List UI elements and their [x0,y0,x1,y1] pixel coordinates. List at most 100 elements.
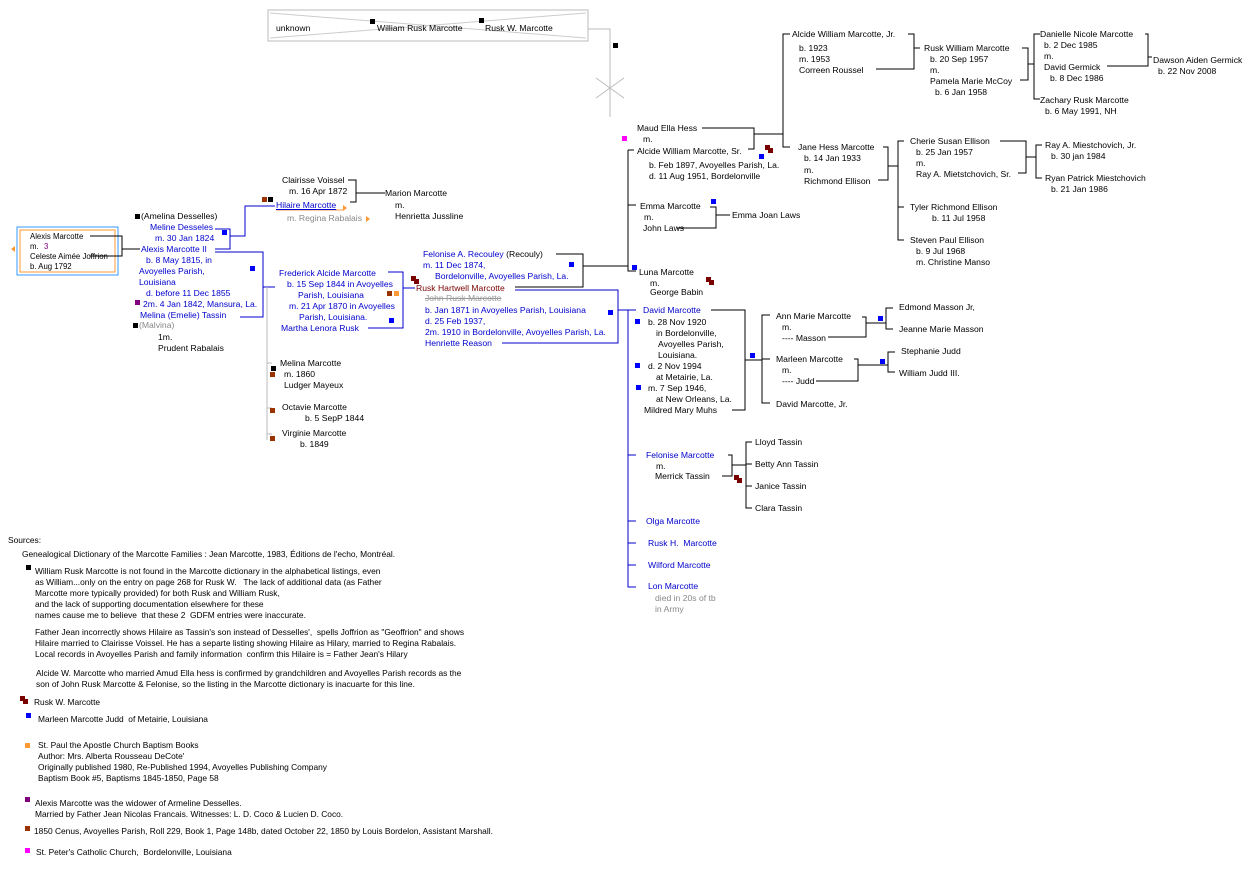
frederick-alcide-marcotte[interactable]: Frederick Alcide Marcotte [279,268,376,278]
hilaire-marcotte[interactable]: Hilaire Marcotte [276,200,337,210]
widower-line1: Alexis Marcotte was the widower of Armel… [35,798,242,808]
felonise-recouley[interactable]: Felonise A. Recouley (Recouly) [423,249,543,260]
melina-marriage: m. 1860 [284,369,316,379]
william-judd-iii[interactable]: William Judd III. [899,368,960,378]
source-marker-blue [250,266,255,271]
lloyd-tassin[interactable]: Lloyd Tassin [755,437,803,447]
amelina-desselles: (Amelina Desselles) [141,211,218,221]
ryan-patrick-miestchovich[interactable]: Ryan Patrick Miestchovich [1045,173,1146,183]
alexis-ii-birth-2: Avoyelles Parish, [139,266,205,276]
expand-right-arrow-icon[interactable] [366,216,370,222]
betty-ann-tassin[interactable]: Betty Ann Tassin [755,459,819,469]
stephanie-judd[interactable]: Stephanie Judd [901,346,961,356]
legend-marleen: Marleen Marcotte Judd of Metairie, Louis… [38,714,208,724]
felonise-name: Felonise A. Recouley [423,249,504,259]
source-marker-black [133,323,138,328]
root-marriage-count: 3 [44,242,49,251]
sources-heading: Sources: [8,535,42,545]
source-marker-maroon [734,475,742,483]
source-marker-brown [387,291,392,296]
alexis-ii-death: d. before 11 Dec 1855 [146,288,231,298]
expand-left-arrow-icon[interactable] [11,246,15,252]
pamela-marie-mccoy: Pamela Marie McCoy [930,76,1013,86]
melina-marcotte[interactable]: Melina Marcotte [280,358,342,368]
maud-ella-hess[interactable]: Maud Ella Hess [637,123,698,133]
wilford-marcotte[interactable]: Wilford Marcotte [648,560,711,570]
octavie-marcotte[interactable]: Octavie Marcotte [282,402,347,412]
clara-tassin[interactable]: Clara Tassin [755,503,803,513]
hilaire-marriage-1872: m. 16 Apr 1872 [289,186,348,196]
st-paul-line4: Baptism Book #5, Baptisms 1845-1850, Pag… [38,773,219,783]
olga-marcotte[interactable]: Olga Marcotte [646,516,700,526]
alcide-william-marcotte-jr[interactable]: Alcide William Marcotte, Jr. [792,29,896,39]
david-marriage-2: at New Orleans, La. [656,394,732,404]
source-marker-blue [635,319,640,324]
zachary-rusk-marcotte[interactable]: Zachary Rusk Marcotte [1040,95,1129,105]
emma-joan-laws[interactable]: Emma Joan Laws [732,210,801,220]
judd-spouse: ---- Judd [782,376,815,386]
melina-emelie-tassin[interactable]: Melina (Emelie) Tassin [140,310,227,320]
note1-line2: as William...only on the entry on page 2… [35,577,382,587]
steven-paul-ellison[interactable]: Steven Paul Ellison [910,235,985,245]
source-marker-orange [394,291,399,296]
note2-line1: Father Jean incorrectly shows Hilaire as… [35,627,465,637]
felonise-marcotte[interactable]: Felonise Marcotte [646,450,715,460]
virginie-marcotte[interactable]: Virginie Marcotte [282,428,347,438]
luna-marcotte[interactable]: Luna Marcotte [639,267,694,277]
note1-line3: Marcotte more typically provided) for bo… [35,588,280,598]
source-dictionary: Genealogical Dictionary of the Marcotte … [22,549,396,559]
alcide-william-marcotte-sr[interactable]: Alcide William Marcotte, Sr. [637,146,742,156]
felonise-married-label: m. [656,461,666,471]
rusk-hartwell-marcotte[interactable]: Rusk Hartwell Marcotte [416,283,505,293]
note1-line5: names cause me to believe that these 2 G… [35,610,306,620]
tyler-richmond-ellison[interactable]: Tyler Richmond Ellison [910,202,998,212]
source-marker-black [135,214,140,219]
dawson-birth: b. 22 Nov 2008 [1158,66,1217,76]
frederick-birth-2: Parish, Louisiana [298,290,364,300]
alcide-sr-death: d. 11 Aug 1951, Bordelonville [649,171,761,181]
cherie-susan-ellison[interactable]: Cherie Susan Ellison [910,136,990,146]
david-marcotte[interactable]: David Marcotte [643,305,701,315]
rusk-william-marcotte[interactable]: Rusk William Marcotte [924,43,1010,53]
meline-desseles[interactable]: Meline Desseles [150,222,214,232]
alcide-sr-married-label: m. [643,134,653,144]
ancestor-william-rusk[interactable]: William Rusk Marcotte [377,23,463,33]
rusk-h-marcotte[interactable]: Rusk H. Marcotte [648,538,717,548]
henriette-reason[interactable]: Henriette Reason [425,338,492,348]
legend-rusk-w: Rusk W. Marcotte [34,697,101,707]
alexis-ii-marriage-2: 2m. 4 Jan 1842, Mansura, La. [143,299,258,309]
david-death-1: d. 2 Nov 1994 [648,361,702,371]
ryan-birth: b. 21 Jan 1986 [1051,184,1108,194]
lon-note-2: in Army [655,604,684,614]
expand-right-arrow-icon[interactable] [343,205,347,211]
danielle-nicole-marcotte[interactable]: Danielle Nicole Marcotte [1040,29,1134,39]
luna-married-label: m. [650,278,660,288]
janice-tassin[interactable]: Janice Tassin [755,481,807,491]
david-birth-2: in Bordelonville, [656,328,717,338]
ancestor-unknown: unknown [276,23,311,33]
dawson-aiden-germick[interactable]: Dawson Aiden Germick [1153,55,1243,65]
steven-birth: b. 9 Jul 1968 [916,246,966,256]
rusk-death: d. 25 Feb 1937, [425,316,486,326]
edmond-masson-jr[interactable]: Edmond Masson Jr, [899,302,975,312]
marleen-marcotte[interactable]: Marleen Marcotte [776,354,843,364]
ann-marie-marcotte[interactable]: Ann Marie Marcotte [776,311,851,321]
jane-hess-marcotte[interactable]: Jane Hess Marcotte [798,142,875,152]
alcide-jr-birth: b. 1923 [799,43,828,53]
richmond-ellison: Richmond Ellison [804,176,871,186]
source-marker-black [271,366,276,371]
lon-marcotte[interactable]: Lon Marcotte [648,581,699,591]
emma-marcotte[interactable]: Emma Marcotte [640,201,701,211]
ancestor-rusk-w[interactable]: Rusk W. Marcotte [485,23,553,33]
martha-lenora-rusk[interactable]: Martha Lenora Rusk [281,323,359,333]
ray-miestchovich-jr[interactable]: Ray A. Miestchovich, Jr. [1045,140,1137,150]
marion-marcotte[interactable]: Marion Marcotte [385,188,448,198]
jeanne-marie-masson[interactable]: Jeanne Marie Masson [899,324,984,334]
cherie-birth: b. 25 Jan 1957 [916,147,973,157]
source-marker-blue [222,230,227,235]
alexis-marcotte-ii[interactable]: Alexis Marcotte II [141,244,207,254]
david-marcotte-jr[interactable]: David Marcotte, Jr. [776,399,848,409]
st-paul-line3: Originally published 1980, Re-Published … [38,762,327,772]
danielle-birth: b. 2 Dec 1985 [1044,40,1098,50]
source-marker-blue [750,353,755,358]
